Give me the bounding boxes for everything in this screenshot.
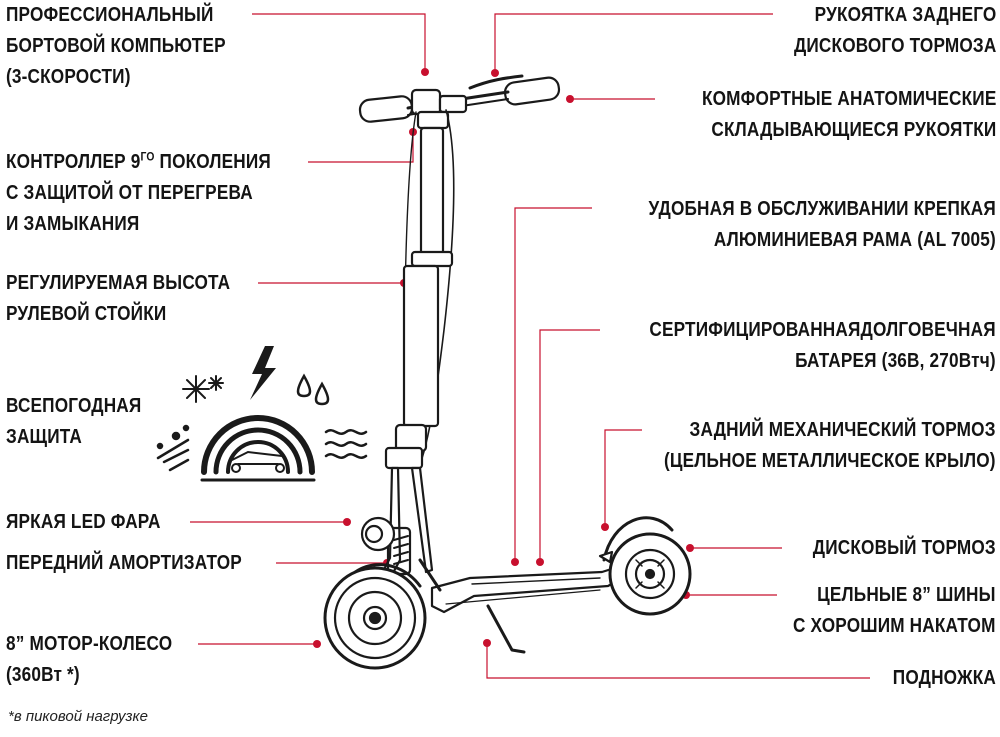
line-mech-brake [604, 429, 642, 525]
dot-computer [421, 68, 429, 76]
dot-brake-handle [491, 69, 499, 77]
height-clamp [410, 250, 454, 268]
brake-lever [468, 74, 524, 90]
label-tires: ЦЕЛЬНЫЕ 8” ШИНЫ С ХОРОШИМ НАКАТОМ [793, 584, 996, 637]
label-motor-wheel: 8” МОТОР-КОЛЕСО (360Вт *) [6, 633, 173, 686]
dust-icon [156, 424, 190, 472]
stem-lower [402, 264, 440, 428]
dot-battery [536, 558, 544, 566]
label-rear-brake-handle: РУКОЯТКА ЗАДНЕГО ДИСКОВОГО ТОРМОЗА [793, 4, 996, 57]
label-disc-brake: ДИСКОВЫЙ ТОРМОЗ [812, 537, 996, 559]
brake-cable [417, 109, 455, 471]
line-frame [514, 207, 592, 560]
line-battery [539, 329, 600, 560]
label-front-shock: ПЕРЕДНИЙ АМОРТИЗАТОР [6, 552, 242, 574]
label-folding-grips: КОМФОРТНЫЕ АНАТОМИЧЕСКИЕ СКЛАДЫВАЮЩИЕСЯ … [701, 88, 996, 141]
dot-frame [511, 558, 519, 566]
dot-motor [313, 640, 321, 648]
snowflake-icon [182, 375, 224, 403]
label-mechanical-brake: ЗАДНИЙ МЕХАНИЧЕСКИЙ ТОРМОЗ (ЦЕЛЬНОЕ МЕТА… [664, 419, 996, 472]
label-weather-protection: ВСЕПОГОДНАЯ ЗАЩИТА [6, 395, 142, 448]
line-computer [252, 13, 426, 70]
display [410, 88, 442, 116]
label-adjustable-height: РЕГУЛИРУЕМАЯ ВЫСОТА РУЛЕВОЙ СТОЙКИ [6, 272, 231, 325]
protection-dome-icon [200, 415, 316, 482]
wind-icon [324, 429, 368, 459]
dot-grips [566, 95, 574, 103]
line-brake-handle [494, 13, 773, 72]
front-shock [393, 535, 409, 565]
dot-disc [686, 544, 694, 552]
right-grip [503, 76, 561, 106]
lightning-icon [250, 346, 276, 400]
callout-lines [190, 13, 870, 679]
label-led-headlight: ЯРКАЯ LED ФАРА [6, 511, 161, 533]
footnote: *в пиковой нагрузке [8, 708, 148, 725]
water-drops-icon [296, 373, 330, 406]
scooter [323, 74, 692, 670]
weather-protection-icon [156, 346, 368, 482]
line-controller [308, 134, 414, 163]
label-battery: СЕРТИФИЦИРОВАННАЯДОЛГОВЕЧНАЯ БАТАРЕЯ (36… [649, 319, 996, 372]
label-aluminium-frame: УДОБНАЯ В ОБСЛУЖИВАНИИ КРЕПКАЯ АЛЮМИНИЕВ… [648, 198, 996, 251]
label-kickstand: ПОДНОЖКА [892, 667, 996, 689]
label-onboard-computer: ПРОФЕССИОНАЛЬНЫЙ БОРТОВОЙ КОМПЬЮТЕР (3-С… [6, 4, 226, 88]
line-kickstand [486, 645, 870, 679]
left-grip [358, 95, 414, 123]
dot-mech-brake [601, 523, 609, 531]
stem-upper [419, 126, 445, 260]
kickstand [486, 604, 526, 654]
dot-led [343, 518, 351, 526]
dot-kickstand [483, 639, 491, 647]
label-controller: КОНТРОЛЛЕР 9ГО ПОКОЛЕНИЯ С ЗАЩИТОЙ ОТ ПЕ… [6, 149, 271, 235]
